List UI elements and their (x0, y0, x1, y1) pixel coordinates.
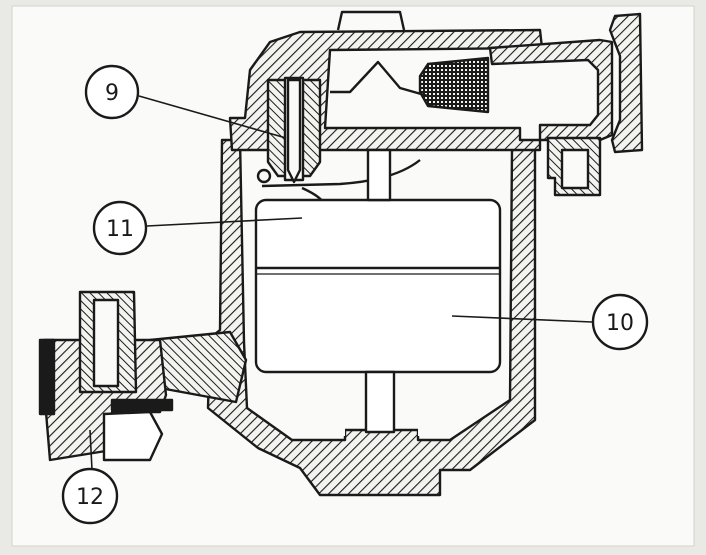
callout-label-9: 9 (105, 81, 119, 106)
leader-11 (146, 217, 303, 227)
callout-circle-9 (84, 64, 140, 120)
callout-circle-11 (92, 200, 148, 256)
callout-label-10: 10 (606, 311, 634, 336)
float-body (254, 198, 502, 374)
leader-12 (89, 429, 93, 471)
needle (286, 78, 302, 184)
union-nut (102, 410, 164, 462)
callout-label-12: 12 (76, 485, 104, 510)
union-washer-lower (110, 398, 174, 412)
callout-label-11: 11 (106, 217, 134, 242)
filter-gauze (418, 56, 490, 114)
drain-plug-bore (560, 148, 590, 190)
cover-boss (336, 10, 406, 31)
float-stem-bottom (364, 370, 396, 434)
leader-10 (451, 315, 593, 323)
float-stem-top (366, 148, 392, 202)
filter-spring (330, 60, 429, 98)
union-bore (92, 298, 120, 388)
union-washer-left (38, 338, 56, 416)
outlet-arm (488, 38, 614, 142)
leader-9 (138, 95, 287, 139)
pivot-pin (256, 168, 272, 184)
callout-circle-12 (61, 467, 119, 525)
callout-circle-10 (591, 293, 649, 351)
end-flange (608, 12, 644, 154)
